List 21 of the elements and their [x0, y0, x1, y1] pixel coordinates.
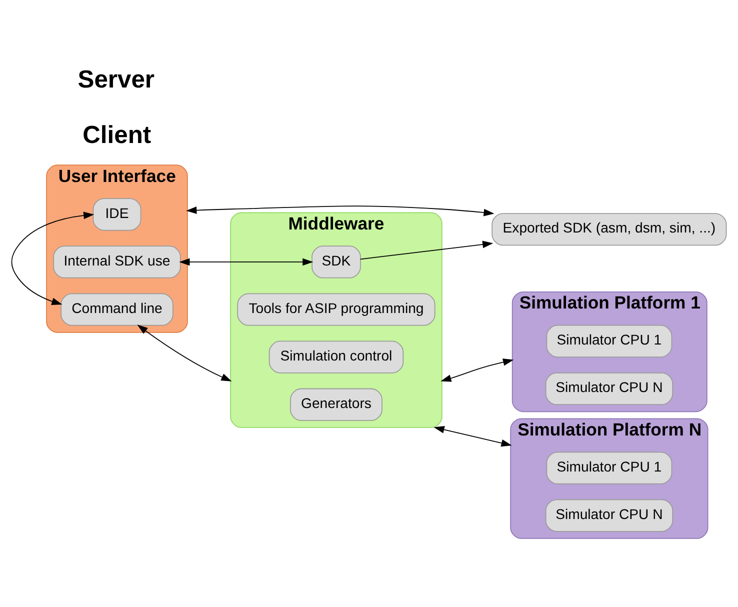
node-box: Simulator CPU N [545, 498, 674, 532]
node-box: Simulator CPU 1 [546, 451, 672, 484]
node-box: Simulator CPU N [545, 372, 674, 405]
arrow [137, 324, 232, 381]
node-box: Tools for ASIP programming [237, 292, 436, 326]
node-box: Exported SDK (asm, dsm, sim, ...) [492, 212, 727, 246]
node-box: Simulator CPU 1 [546, 324, 672, 357]
label: Server [78, 66, 155, 94]
node-box: IDE [92, 198, 142, 230]
arrow [360, 240, 494, 260]
label: Client [82, 122, 152, 148]
node-box: Internal SDK use [53, 245, 181, 278]
arrow [186, 205, 494, 216]
node-box: SDK [312, 245, 361, 278]
node-box: Simulation control [268, 340, 404, 373]
arrow [434, 425, 512, 446]
node-box: Generators [290, 388, 382, 420]
arrow [11, 211, 94, 304]
arrow [179, 258, 314, 266]
arrow [440, 358, 514, 382]
node-box: Command line [60, 292, 174, 326]
